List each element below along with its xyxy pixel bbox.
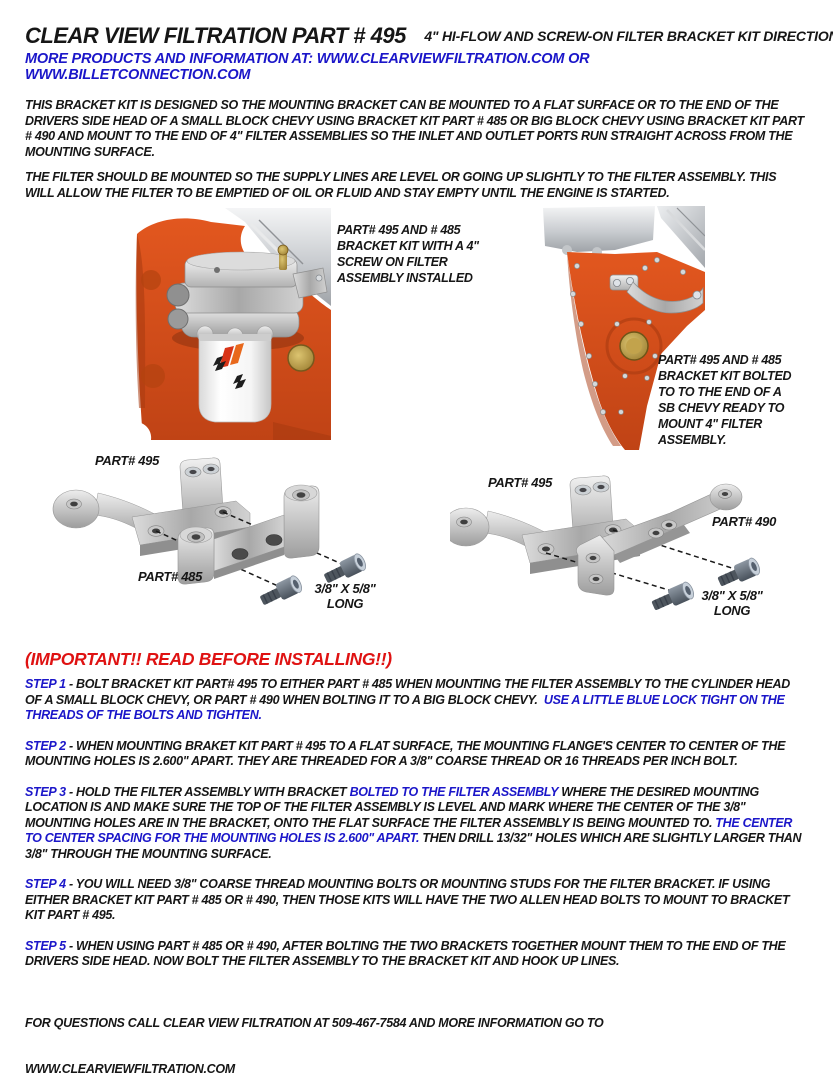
photo-bracket-bolted-to-engine	[537, 206, 705, 450]
photo-filter-assembly-installed	[133, 208, 331, 440]
footer-line-1: FOR QUESTIONS CALL CLEAR VIEW FILTRATION…	[25, 1015, 604, 1030]
label-right-part-495: PART# 495	[488, 475, 553, 490]
photo-section: PART# 495 AND # 485 BRACKET KIT WITH A 4…	[25, 206, 808, 450]
label-left-bolt-size: 3/8" X 5/8" LONG	[314, 581, 376, 611]
label-left-part-495: PART# 495	[95, 453, 160, 468]
title-row: CLEAR VIEW FILTRATION PART # 495 4" HI-F…	[25, 23, 833, 48]
step-5: STEP 5 - WHEN USING PART # 485 OR # 490,…	[25, 938, 789, 969]
step-2: STEP 2 - WHEN MOUNTING BRAKET KIT PART #…	[25, 738, 789, 769]
promo-line: MORE PRODUCTS AND INFORMATION AT: WWW.CL…	[25, 51, 590, 83]
label-right-bolt-size: 3/8" X 5/8" LONG	[701, 588, 763, 618]
diagram-495-490	[450, 475, 763, 615]
page-title: CLEAR VIEW FILTRATION PART # 495	[25, 23, 406, 48]
photo-caption-1: PART# 495 AND # 485 BRACKET KIT WITH A 4…	[337, 223, 479, 285]
page-subtitle: 4" HI-FLOW AND SCREW-ON FILTER BRACKET K…	[424, 28, 833, 44]
step-1: STEP 1 - BOLT BRACKET KIT PART# 495 TO E…	[25, 677, 794, 722]
intro-paragraph-1: THIS BRACKET KIT IS DESIGNED SO THE MOUN…	[25, 98, 808, 159]
step-4: STEP 4 - YOU WILL NEED 3/8" COARSE THREA…	[25, 877, 793, 922]
intro-paragraph-2: THE FILTER SHOULD BE MOUNTED SO THE SUPP…	[25, 170, 780, 200]
diagram-495-485	[52, 457, 369, 610]
footer-contact: FOR QUESTIONS CALL CLEAR VIEW FILTRATION…	[25, 985, 808, 1078]
label-left-part-485: PART# 485	[138, 569, 203, 584]
bracket-490	[576, 483, 743, 596]
photo-caption-2: PART# 495 AND # 485 BRACKET KIT BOLTED T…	[658, 353, 792, 447]
step-3: STEP 3 - HOLD THE FILTER ASSEMBLY WITH B…	[25, 784, 805, 861]
important-warning-heading: (IMPORTANT!! READ BEFORE INSTALLING!!)	[25, 649, 392, 669]
allen-bolt-4	[714, 555, 763, 591]
bracket-485	[177, 484, 320, 585]
diagram-section: PART# 495 PART# 485 3/8" X 5/8" LONG PAR…	[25, 443, 808, 646]
header: CLEAR VIEW FILTRATION PART # 495 4" HI-F…	[25, 23, 833, 84]
label-right-part-490: PART# 490	[712, 514, 777, 529]
footer-line-2: WWW.CLEARVIEWFILTRATION.COM	[25, 1062, 235, 1076]
